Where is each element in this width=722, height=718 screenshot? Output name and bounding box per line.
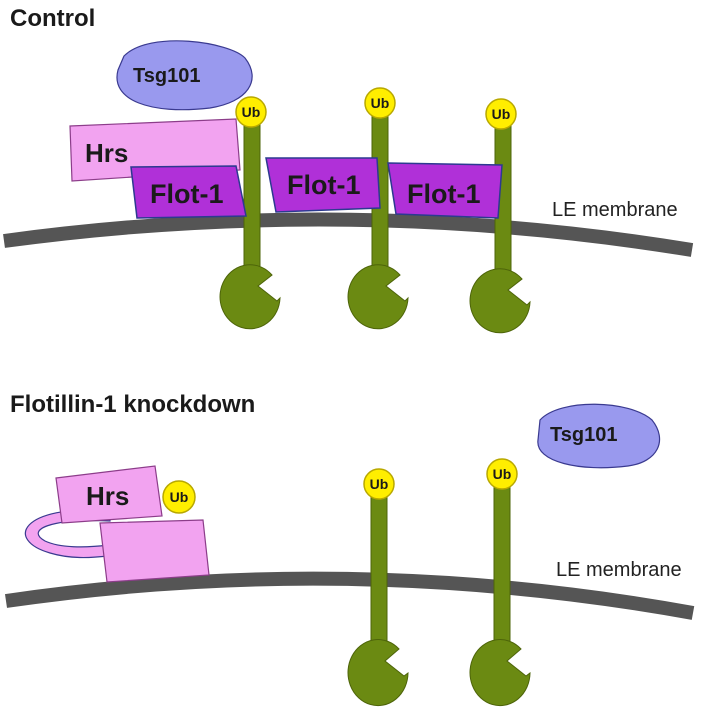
flotillin-label: Flot-1: [407, 179, 481, 209]
hrs-label: Hrs: [85, 138, 128, 168]
receptor: [347, 494, 409, 707]
tsg101-protein: Tsg101: [116, 40, 253, 111]
ub-label: Ub: [493, 466, 512, 482]
hrs-label: Hrs: [86, 481, 129, 511]
ub-label: Ub: [242, 104, 261, 120]
ubiquitin-tag: Ub: [485, 98, 517, 130]
ubiquitin-tag: Ub: [486, 458, 518, 490]
knockdown-panel: Flotillin-1 knockdown LE membrane Ub Ub …: [4, 391, 695, 707]
hrs-protein: Hrs: [24, 465, 210, 583]
control-membrane: [3, 212, 694, 257]
tsg101-protein: Tsg101: [537, 403, 661, 469]
flotillin-1-protein: Flot-1: [130, 165, 247, 219]
hrs-protein: Hrs: [69, 118, 241, 182]
flotillin-1-protein: Flot-1: [265, 157, 381, 213]
knockdown-membrane: [4, 571, 695, 620]
knockdown-heading: Flotillin-1 knockdown: [10, 391, 255, 418]
ub-label: Ub: [371, 95, 390, 111]
ub-label: Ub: [370, 476, 389, 492]
flotillin-1-protein: Flot-1: [387, 162, 503, 219]
receptor: [469, 124, 531, 334]
receptor: [219, 124, 281, 330]
knockdown-membrane-label: LE membrane: [556, 559, 682, 581]
ubiquitin-tag: Ub: [162, 480, 196, 514]
ub-label: Ub: [492, 106, 511, 122]
tsg101-label: Tsg101: [133, 65, 200, 87]
receptor: [469, 485, 531, 707]
receptor: [347, 114, 409, 330]
ubiquitin-tag: Ub: [363, 468, 395, 500]
control-heading: Control: [10, 5, 95, 32]
flotillin-label: Flot-1: [150, 179, 224, 209]
control-membrane-label: LE membrane: [552, 199, 678, 221]
ub-label: Ub: [170, 489, 189, 505]
ubiquitin-tag: Ub: [364, 87, 396, 119]
control-panel: Control LE membrane Ub Ub Ub: [3, 5, 694, 334]
ubiquitin-tag: Ub: [235, 96, 267, 128]
tsg101-label: Tsg101: [550, 424, 617, 446]
flotillin-label: Flot-1: [287, 170, 361, 200]
